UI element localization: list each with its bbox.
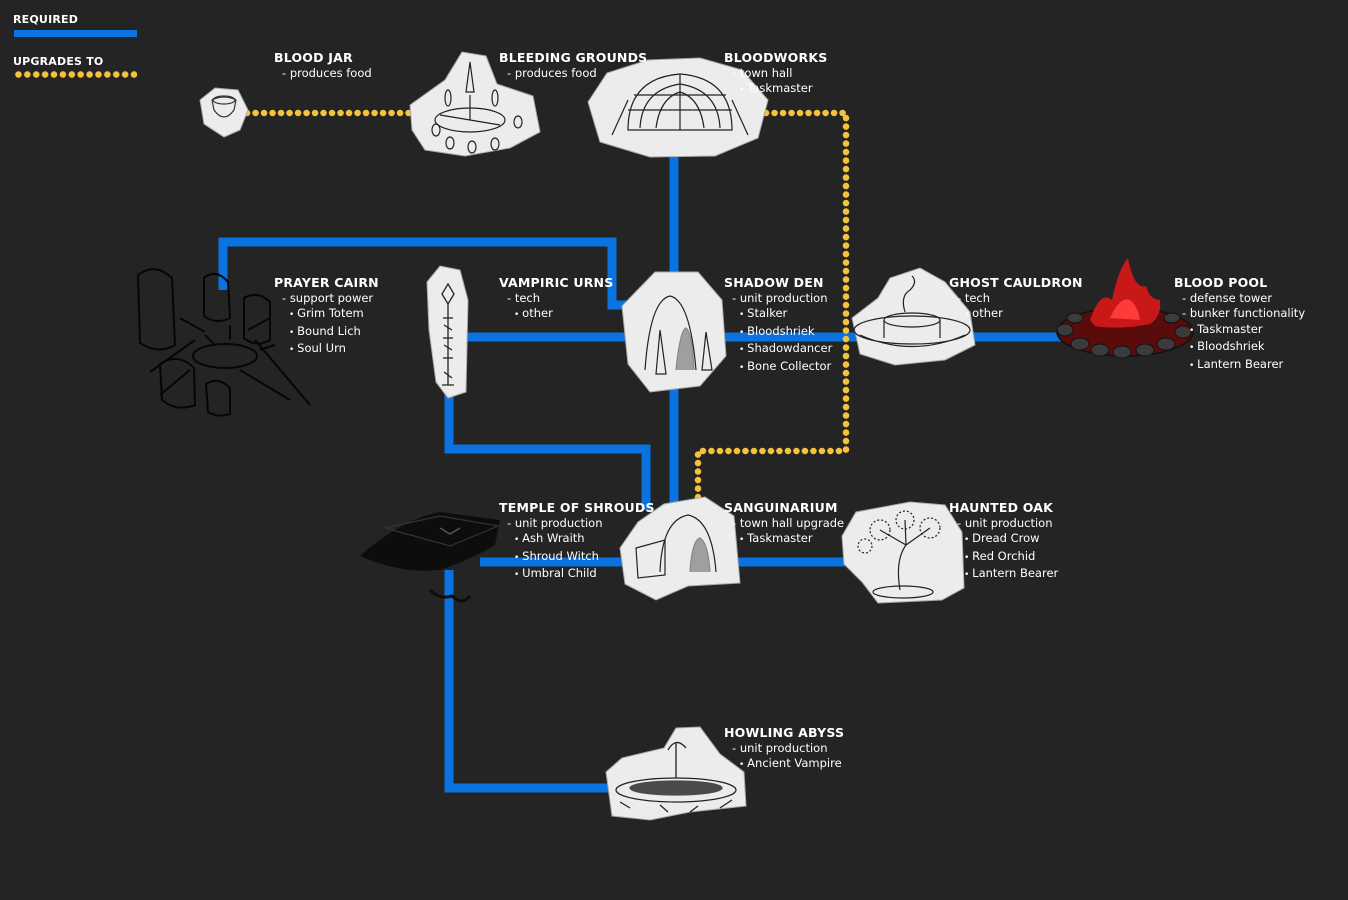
node-unit: Stalker xyxy=(724,306,832,324)
node-detail: produces food xyxy=(274,66,372,82)
upgrade-bloodworks-to-sanguinarium xyxy=(694,109,850,509)
bloodworks-sketch xyxy=(587,57,769,158)
node-unit: other xyxy=(499,306,613,324)
howling-abyss-sketch xyxy=(605,726,747,821)
node-unit: Taskmaster xyxy=(724,81,827,99)
vampiric-urns-sketch xyxy=(426,265,469,399)
node-title: BLOOD POOL xyxy=(1174,275,1268,290)
node-unit: Lantern Bearer xyxy=(1174,357,1305,375)
node-blood-jar: BLOOD JAR produces food xyxy=(274,50,372,81)
node-unit: Taskmaster xyxy=(1174,322,1305,340)
node-detail: unit production xyxy=(724,741,844,757)
node-temple-of-shrouds: TEMPLE OF SHROUDS unit production Ash Wr… xyxy=(499,500,655,584)
node-bloodworks: BLOODWORKS town hall Taskmaster xyxy=(724,50,827,99)
node-title: BLEEDING GROUNDS xyxy=(499,50,648,65)
node-ghost-cauldron: GHOST CAULDRON tech other xyxy=(949,275,1083,324)
node-title: PRAYER CAIRN xyxy=(274,275,379,290)
connector-prayer-cairn-to-shadow-den xyxy=(218,237,630,310)
node-title: GHOST CAULDRON xyxy=(949,275,1083,290)
node-detail: town hall xyxy=(724,66,827,82)
connector-vampiric-urns-to-sanguinarium xyxy=(444,390,651,510)
node-title: VAMPIRIC URNS xyxy=(499,275,614,290)
node-unit: Shadowdancer xyxy=(724,341,832,359)
node-unit: Umbral Child xyxy=(499,566,655,584)
node-detail: produces food xyxy=(499,66,647,82)
node-haunted-oak: HAUNTED OAK unit production Dread Crow R… xyxy=(949,500,1058,584)
node-bleeding-grounds: BLEEDING GROUNDS produces food xyxy=(499,50,647,81)
node-sanguinarium: SANGUINARIUM town hall upgrade Taskmaste… xyxy=(724,500,844,549)
node-title: SHADOW DEN xyxy=(724,275,824,290)
node-detail: defense tower xyxy=(1174,291,1305,307)
node-unit: other xyxy=(949,306,1083,324)
node-detail: town hall upgrade xyxy=(724,516,844,532)
node-prayer-cairn: PRAYER CAIRN support power Grim Totem Bo… xyxy=(274,275,379,359)
node-blood-pool: BLOOD POOL defense tower bunker function… xyxy=(1174,275,1305,374)
legend-required-label: REQUIRED xyxy=(13,13,79,26)
node-unit: Ancient Vampire xyxy=(724,756,844,774)
haunted-oak-sketch xyxy=(841,501,965,604)
node-unit: Soul Urn xyxy=(274,341,379,359)
blood-jar-sketch xyxy=(199,87,249,138)
node-detail: bunker functionality xyxy=(1174,306,1305,322)
temple-of-shrouds-sketch xyxy=(360,512,501,603)
node-detail: unit production xyxy=(499,516,655,532)
node-title: BLOODWORKS xyxy=(724,50,828,65)
node-unit: Red Orchid xyxy=(949,549,1058,567)
node-unit: Ash Wraith xyxy=(499,531,655,549)
node-title: BLOOD JAR xyxy=(274,50,353,65)
node-unit: Bloodshriek xyxy=(724,324,832,342)
legend-upgrades-label: UPGRADES TO xyxy=(13,55,104,68)
node-title: TEMPLE OF SHROUDS xyxy=(499,500,655,515)
node-detail: tech xyxy=(499,291,613,307)
node-unit: Bloodshriek xyxy=(1174,339,1305,357)
upgrade-connectors xyxy=(243,109,850,509)
node-howling-abyss: HOWLING ABYSS unit production Ancient Va… xyxy=(724,725,844,774)
node-unit: Grim Totem xyxy=(274,306,379,324)
node-vampiric-urns: VAMPIRIC URNS tech other xyxy=(499,275,613,324)
node-unit: Taskmaster xyxy=(724,531,844,549)
node-detail: unit production xyxy=(724,291,832,307)
node-unit: Lantern Bearer xyxy=(949,566,1058,584)
node-unit: Shroud Witch xyxy=(499,549,655,567)
node-detail: unit production xyxy=(949,516,1058,532)
shadow-den-sketch xyxy=(621,271,727,393)
node-unit: Bone Collector xyxy=(724,359,832,377)
node-unit: Dread Crow xyxy=(949,531,1058,549)
prayer-cairn-sketch xyxy=(136,268,311,417)
node-title: HAUNTED OAK xyxy=(949,500,1054,515)
node-title: SANGUINARIUM xyxy=(724,500,838,515)
bleeding-grounds-sketch xyxy=(409,51,541,157)
required-connectors xyxy=(218,150,1075,793)
node-unit: Bound Lich xyxy=(274,324,379,342)
node-detail: support power xyxy=(274,291,379,307)
legend-required-swatch xyxy=(14,30,137,37)
legend-upgrades-swatch xyxy=(14,71,137,78)
connector-temple-to-howling-abyss xyxy=(444,570,610,793)
node-detail: tech xyxy=(949,291,1083,307)
node-shadow-den: SHADOW DEN unit production Stalker Blood… xyxy=(724,275,832,376)
node-title: HOWLING ABYSS xyxy=(724,725,845,740)
